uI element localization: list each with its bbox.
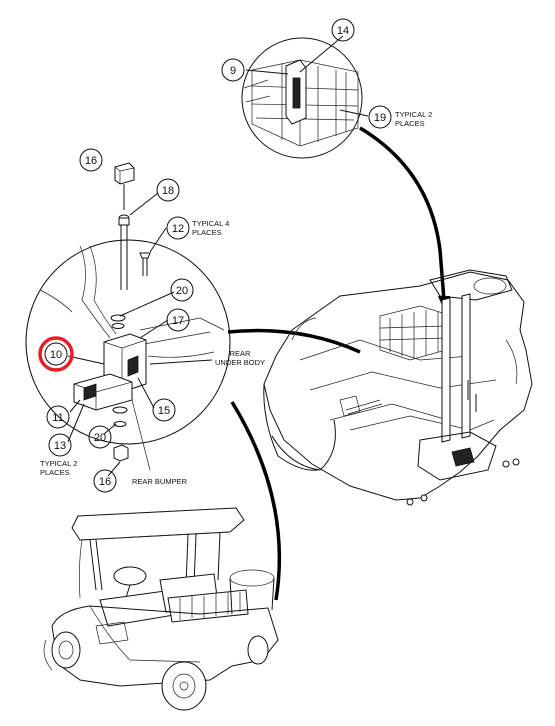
callout-12: 12 [166,216,190,240]
svg-text:9: 9 [230,65,236,77]
svg-text:10: 10 [50,349,62,361]
label-typical-2-places-left: TYPICAL 2 PLACES [40,459,77,477]
svg-text:REAR: REAR [230,349,251,358]
hardware-stack [114,162,167,290]
svg-text:TYPICAL 4: TYPICAL 4 [192,219,229,228]
svg-text:TYPICAL 2: TYPICAL 2 [395,110,432,119]
callout-11: 11 [46,405,70,429]
svg-text:PLACES: PLACES [192,228,222,237]
svg-text:14: 14 [337,25,349,37]
svg-text:PLACES: PLACES [40,468,70,477]
svg-text:19: 19 [374,112,386,124]
svg-text:PLACES: PLACES [395,119,425,128]
svg-text:REAR BUMPER: REAR BUMPER [132,477,188,486]
svg-text:15: 15 [158,405,170,417]
svg-text:20: 20 [176,285,188,297]
label-typical-4-places: TYPICAL 4 PLACES [192,219,229,237]
callout-16-bottom: 16 [93,469,117,493]
detail-arrow-top [359,126,446,301]
callout-13: 13 [48,433,72,457]
highlight-ring [38,336,74,372]
callout-10: 10 [44,342,68,366]
svg-text:12: 12 [172,223,184,235]
top-detail-view [241,35,369,159]
svg-text:20: 20 [94,432,106,444]
callout-17: 17 [166,308,190,332]
callout-14: 14 [331,18,355,42]
label-typical-2-places-top: TYPICAL 2 PLACES [395,110,432,128]
detail-arrow-cart [230,401,282,601]
callout-20-bottom: 20 [88,425,112,449]
callout-18: 18 [156,178,180,202]
golf-cart-illustration [43,507,279,711]
svg-text:13: 13 [54,440,66,452]
svg-text:TYPICAL 2: TYPICAL 2 [40,459,77,468]
rear-body-assembly [263,269,533,506]
label-rear-under-body: REAR UNDER BODY [215,349,265,367]
svg-text:17: 17 [172,315,184,327]
callout-9: 9 [221,58,245,82]
svg-text:11: 11 [52,412,63,424]
callout-16-top: 16 [79,148,103,172]
svg-text:18: 18 [162,185,174,197]
svg-text:16: 16 [85,155,97,167]
label-rear-bumper: REAR BUMPER [132,477,188,486]
detail-arrow-left [227,328,361,354]
callout-20-top: 20 [170,278,194,302]
left-detail-view [25,239,231,477]
svg-text:16: 16 [99,476,111,488]
callout-15: 15 [152,398,176,422]
svg-text:UNDER BODY: UNDER BODY [215,358,265,367]
callout-19: 19 [368,105,392,129]
